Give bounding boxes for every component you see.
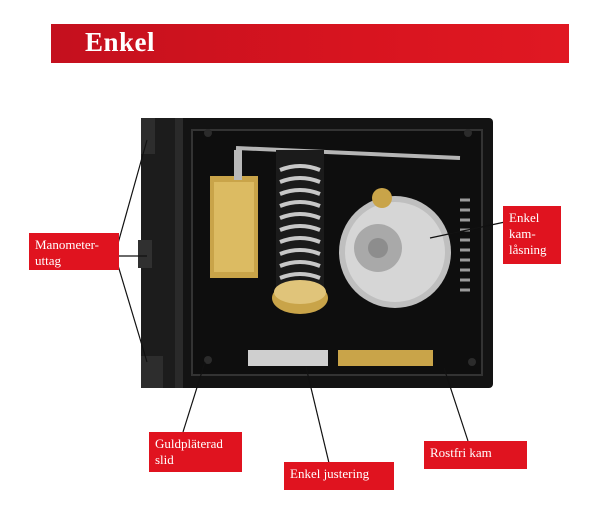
label-adjustment: Enkel justering [284, 462, 394, 490]
cam-disc [339, 188, 451, 308]
gold-plate [338, 350, 433, 366]
lever-arm [235, 146, 461, 160]
leader-lines [116, 139, 506, 464]
nameplate [248, 350, 328, 366]
label-gold-slide: Guldpläterad slid [149, 432, 242, 472]
adjustment-spring [272, 150, 328, 314]
title-bar: Enkel [51, 24, 569, 63]
gold-slide [210, 150, 258, 278]
label-cam-lock: Enkel kam- låsning [503, 206, 561, 264]
label-stainless-cam: Rostfri kam [424, 441, 527, 469]
label-manometer-port: Manometer- uttag [29, 233, 119, 270]
page-title: Enkel [85, 27, 156, 57]
